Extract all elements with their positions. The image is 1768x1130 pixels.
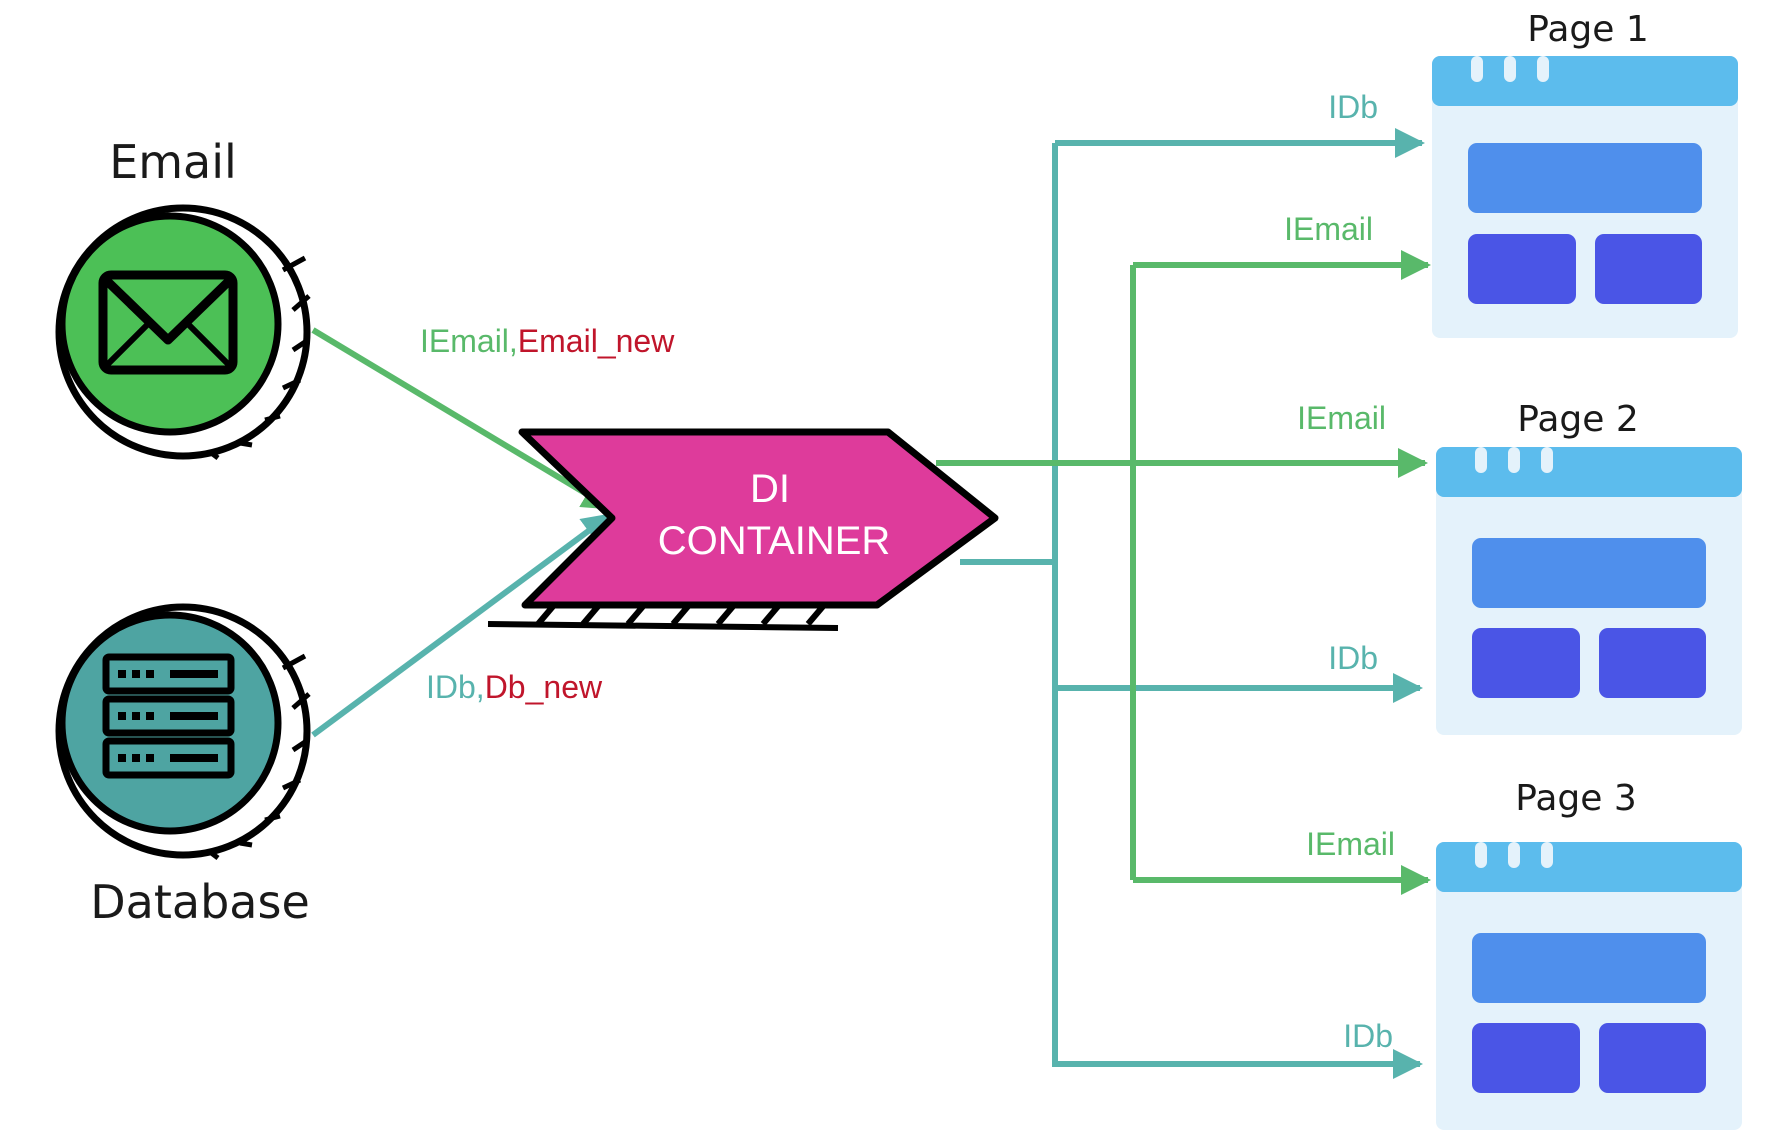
email-input-edge xyxy=(311,327,613,511)
email-output-edges xyxy=(936,250,1431,895)
di-container-label-line2: CONTAINER xyxy=(658,519,891,563)
page3-db-label: IDb xyxy=(1343,1018,1393,1054)
database-input-label: IDb,Db_new xyxy=(426,669,603,705)
page-window-icon xyxy=(1432,56,1738,338)
page-2-title: Page 2 xyxy=(1517,399,1639,440)
page2-db-label: IDb xyxy=(1328,640,1378,676)
email-node: Email xyxy=(55,135,311,460)
database-node-title: Database xyxy=(90,875,310,929)
page-2: Page 2 xyxy=(1436,399,1742,735)
database-interface-label: IDb xyxy=(426,669,476,705)
page1-db-label: IDb xyxy=(1328,89,1378,125)
page-window-icon xyxy=(1436,447,1742,735)
page1-email-label: IEmail xyxy=(1284,211,1373,247)
page-1: Page 1 xyxy=(1432,9,1738,338)
di-container-label-line1: DI xyxy=(750,467,790,511)
di-container: DI CONTAINER xyxy=(487,428,999,631)
page-window-icon xyxy=(1436,842,1742,1130)
email-impl-label: Email_new xyxy=(518,323,675,359)
server-rack-icon xyxy=(102,653,235,779)
database-input-edge xyxy=(311,512,613,738)
page-1-title: Page 1 xyxy=(1527,9,1649,50)
envelope-icon xyxy=(98,270,238,375)
page-3: Page 3 xyxy=(1436,778,1742,1130)
email-interface-label: IEmail xyxy=(420,323,509,359)
email-node-title: Email xyxy=(109,135,237,189)
page2-email-label: IEmail xyxy=(1297,400,1386,436)
db-output-edges xyxy=(960,128,1425,1079)
email-input-label: IEmail,Email_new xyxy=(420,323,675,359)
database-impl-label: Db_new xyxy=(485,669,603,705)
page3-email-label: IEmail xyxy=(1306,826,1395,862)
database-node: Database xyxy=(55,603,311,929)
page-3-title: Page 3 xyxy=(1515,778,1637,819)
